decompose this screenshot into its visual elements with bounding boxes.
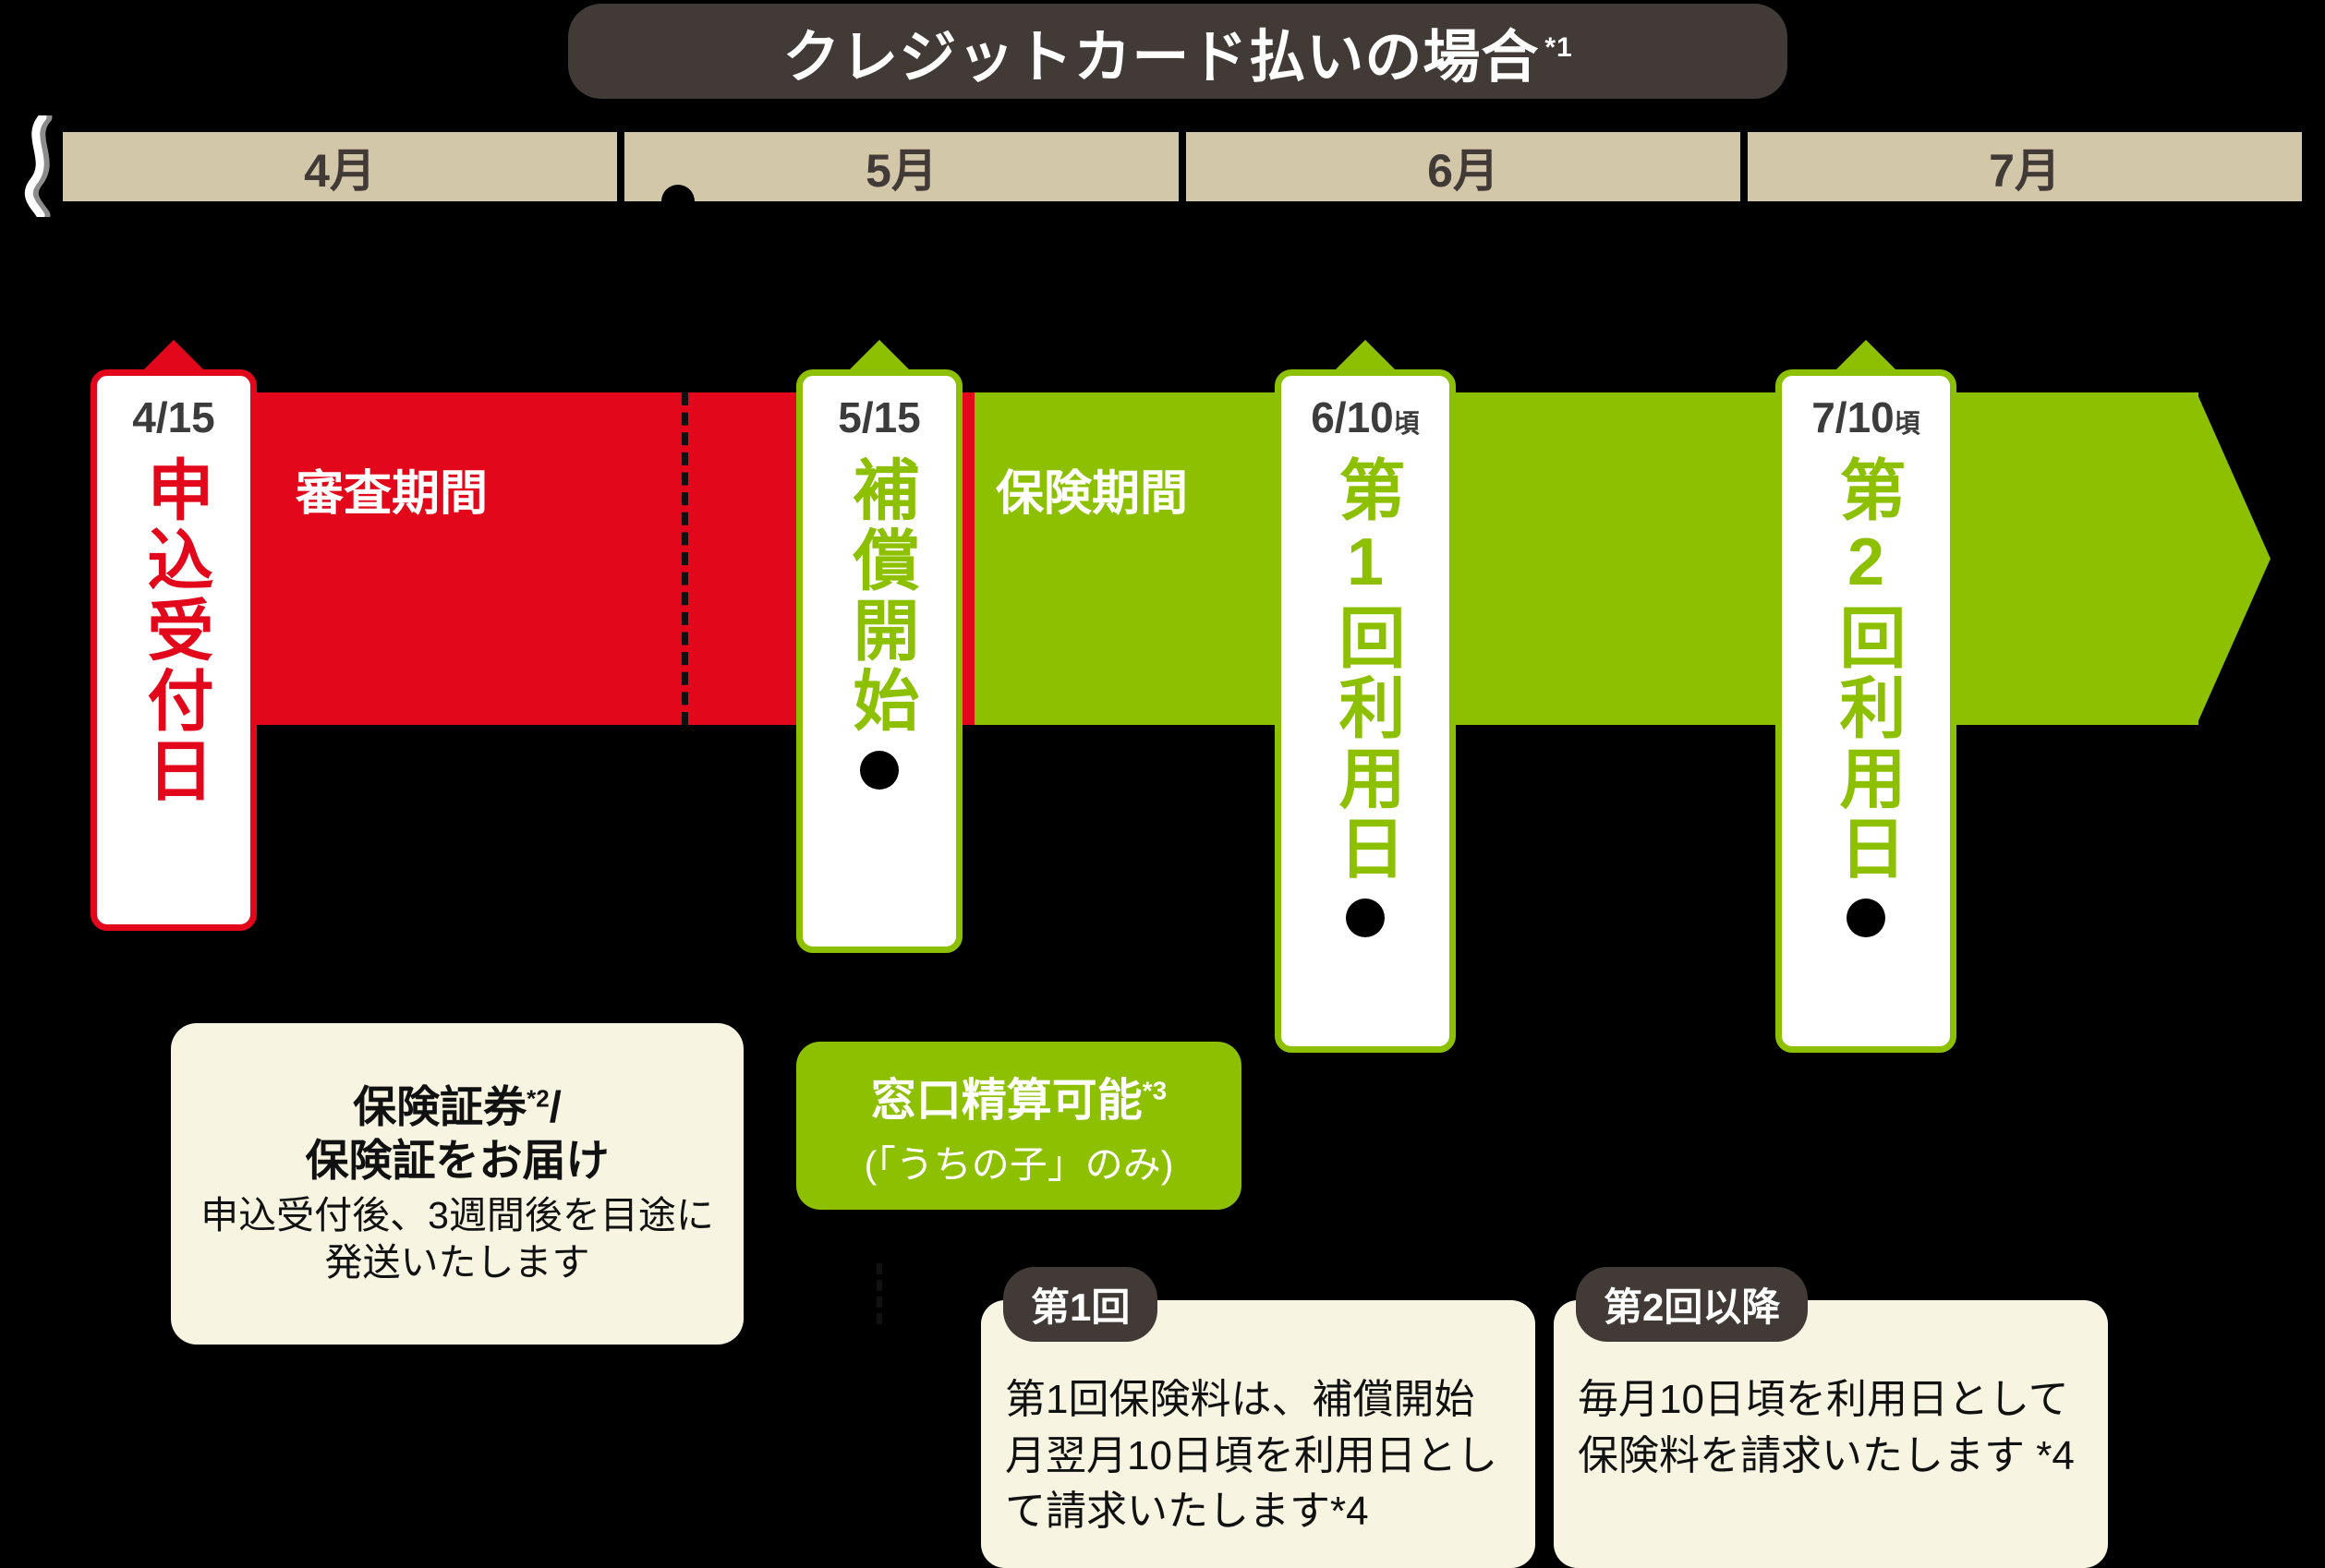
month-label: 6月 xyxy=(1427,144,1499,197)
note-tab-badge: 第2回以降 xyxy=(1576,1267,1809,1342)
month-label: 7月 xyxy=(1989,144,2061,197)
card-anchor-dot-icon xyxy=(860,751,899,790)
card-anchor-dot-icon xyxy=(1346,899,1385,937)
card-date-value: 4/15 xyxy=(132,393,215,441)
note-text: 第1回保険料は、補償開始月翌月10日頃を利用日として請求いたします*4 xyxy=(1005,1377,1497,1535)
note-tab-badge: 第1回 xyxy=(1003,1267,1158,1342)
callout-headline-line2: 保険証をお届け xyxy=(305,1135,610,1185)
card-pointer-icon xyxy=(1835,340,1897,371)
month-label: 4月 xyxy=(304,144,376,197)
note-tab-label: 第2回以降 xyxy=(1604,1285,1781,1329)
callout-sub-line1: 申込受付後、3週間後を目途に xyxy=(200,1194,714,1237)
card-body: 7/10頃 第2回利用日 xyxy=(1775,369,1956,1053)
card-pointer-icon xyxy=(142,340,205,371)
note-body: 毎月10日頃を利用日として保険料を請求いたします *4 xyxy=(1554,1300,2108,1568)
callout-sub: (「うちの子」のみ) xyxy=(864,1142,1174,1186)
page-title-pill: クレジットカード払いの場合*1 xyxy=(568,4,1787,99)
callout-headline-footnote: *3 xyxy=(1142,1076,1168,1105)
card-date: 5/15 xyxy=(838,392,921,442)
page-title: クレジットカード払いの場合*1 xyxy=(782,10,1572,93)
band-label-review: 審査期間 xyxy=(296,467,489,521)
card-date: 7/10頃 xyxy=(1811,392,1920,442)
card-label: 第2回利用日 xyxy=(1829,455,1903,884)
card-date: 6/10頃 xyxy=(1311,392,1420,442)
card-anchor-dot-icon xyxy=(1847,899,1885,937)
axis-break-icon xyxy=(24,115,53,217)
card-date: 4/15 xyxy=(132,392,215,442)
card-date-value: 6/10 xyxy=(1311,393,1394,441)
month-cell-4: 4月 xyxy=(63,132,617,201)
month-label: 5月 xyxy=(866,144,938,197)
month-cell-6: 6月 xyxy=(1186,132,1740,201)
card-date-approx: 頃 xyxy=(1894,409,1920,438)
card-date-value: 7/10 xyxy=(1811,393,1895,441)
card-stem-line xyxy=(877,1263,882,1324)
callout-headline-text: 窓口精算可能 xyxy=(870,1075,1143,1126)
month-boundary-dashed-line xyxy=(682,392,688,725)
page-title-footnote: *1 xyxy=(1544,31,1573,63)
note-text: 毎月10日頃を利用日として保険料を請求いたします *4 xyxy=(1578,1377,2075,1478)
card-body: 5/15 補償開始 xyxy=(796,369,963,953)
card-label: 申込受付日 xyxy=(137,455,211,806)
card-pointer-icon xyxy=(1334,340,1397,371)
band-arrow-head-icon xyxy=(2197,392,2271,725)
page-title-text: クレジットカード払いの場合 xyxy=(782,25,1540,90)
callout-headline-line1: 保険証券*2/ xyxy=(353,1080,562,1133)
band-coverage-period xyxy=(975,392,2198,725)
month-cell-7: 7月 xyxy=(1748,132,2302,201)
card-body: 6/10頃 第1回利用日 xyxy=(1275,369,1456,1053)
band-label-coverage: 保険期間 xyxy=(996,467,1189,521)
coverage-start-axis-dot xyxy=(661,185,695,218)
card-date-value: 5/15 xyxy=(838,393,921,441)
callout-counter-settlement: 窓口精算可能*3 (「うちの子」のみ) xyxy=(796,1042,1241,1210)
card-label: 第1回利用日 xyxy=(1328,455,1402,884)
callout-headline-tail: / xyxy=(549,1082,562,1132)
callout-headline-text: 保険証券 xyxy=(353,1082,527,1132)
callout-headline-footnote: *2 xyxy=(527,1084,550,1113)
card-label: 補償開始 xyxy=(842,455,916,736)
callout-headline: 窓口精算可能*3 xyxy=(871,1064,1167,1129)
card-date-approx: 頃 xyxy=(1393,409,1420,438)
callout-policy-delivery: 保険証券*2/ 保険証をお届け 申込受付後、3週間後を目途に 発送いたします xyxy=(171,1023,744,1345)
card-pointer-icon xyxy=(848,340,911,371)
note-tab-label: 第1回 xyxy=(1031,1285,1131,1329)
callout-sub-line2: 発送いたします xyxy=(324,1241,590,1285)
note-body: 第1回保険料は、補償開始月翌月10日頃を利用日として請求いたします*4 xyxy=(981,1300,1535,1568)
month-cell-5: 5月 xyxy=(624,132,1179,201)
card-body: 4/15 申込受付日 xyxy=(91,369,257,931)
month-axis: 4月 5月 6月 7月 xyxy=(0,115,2325,217)
